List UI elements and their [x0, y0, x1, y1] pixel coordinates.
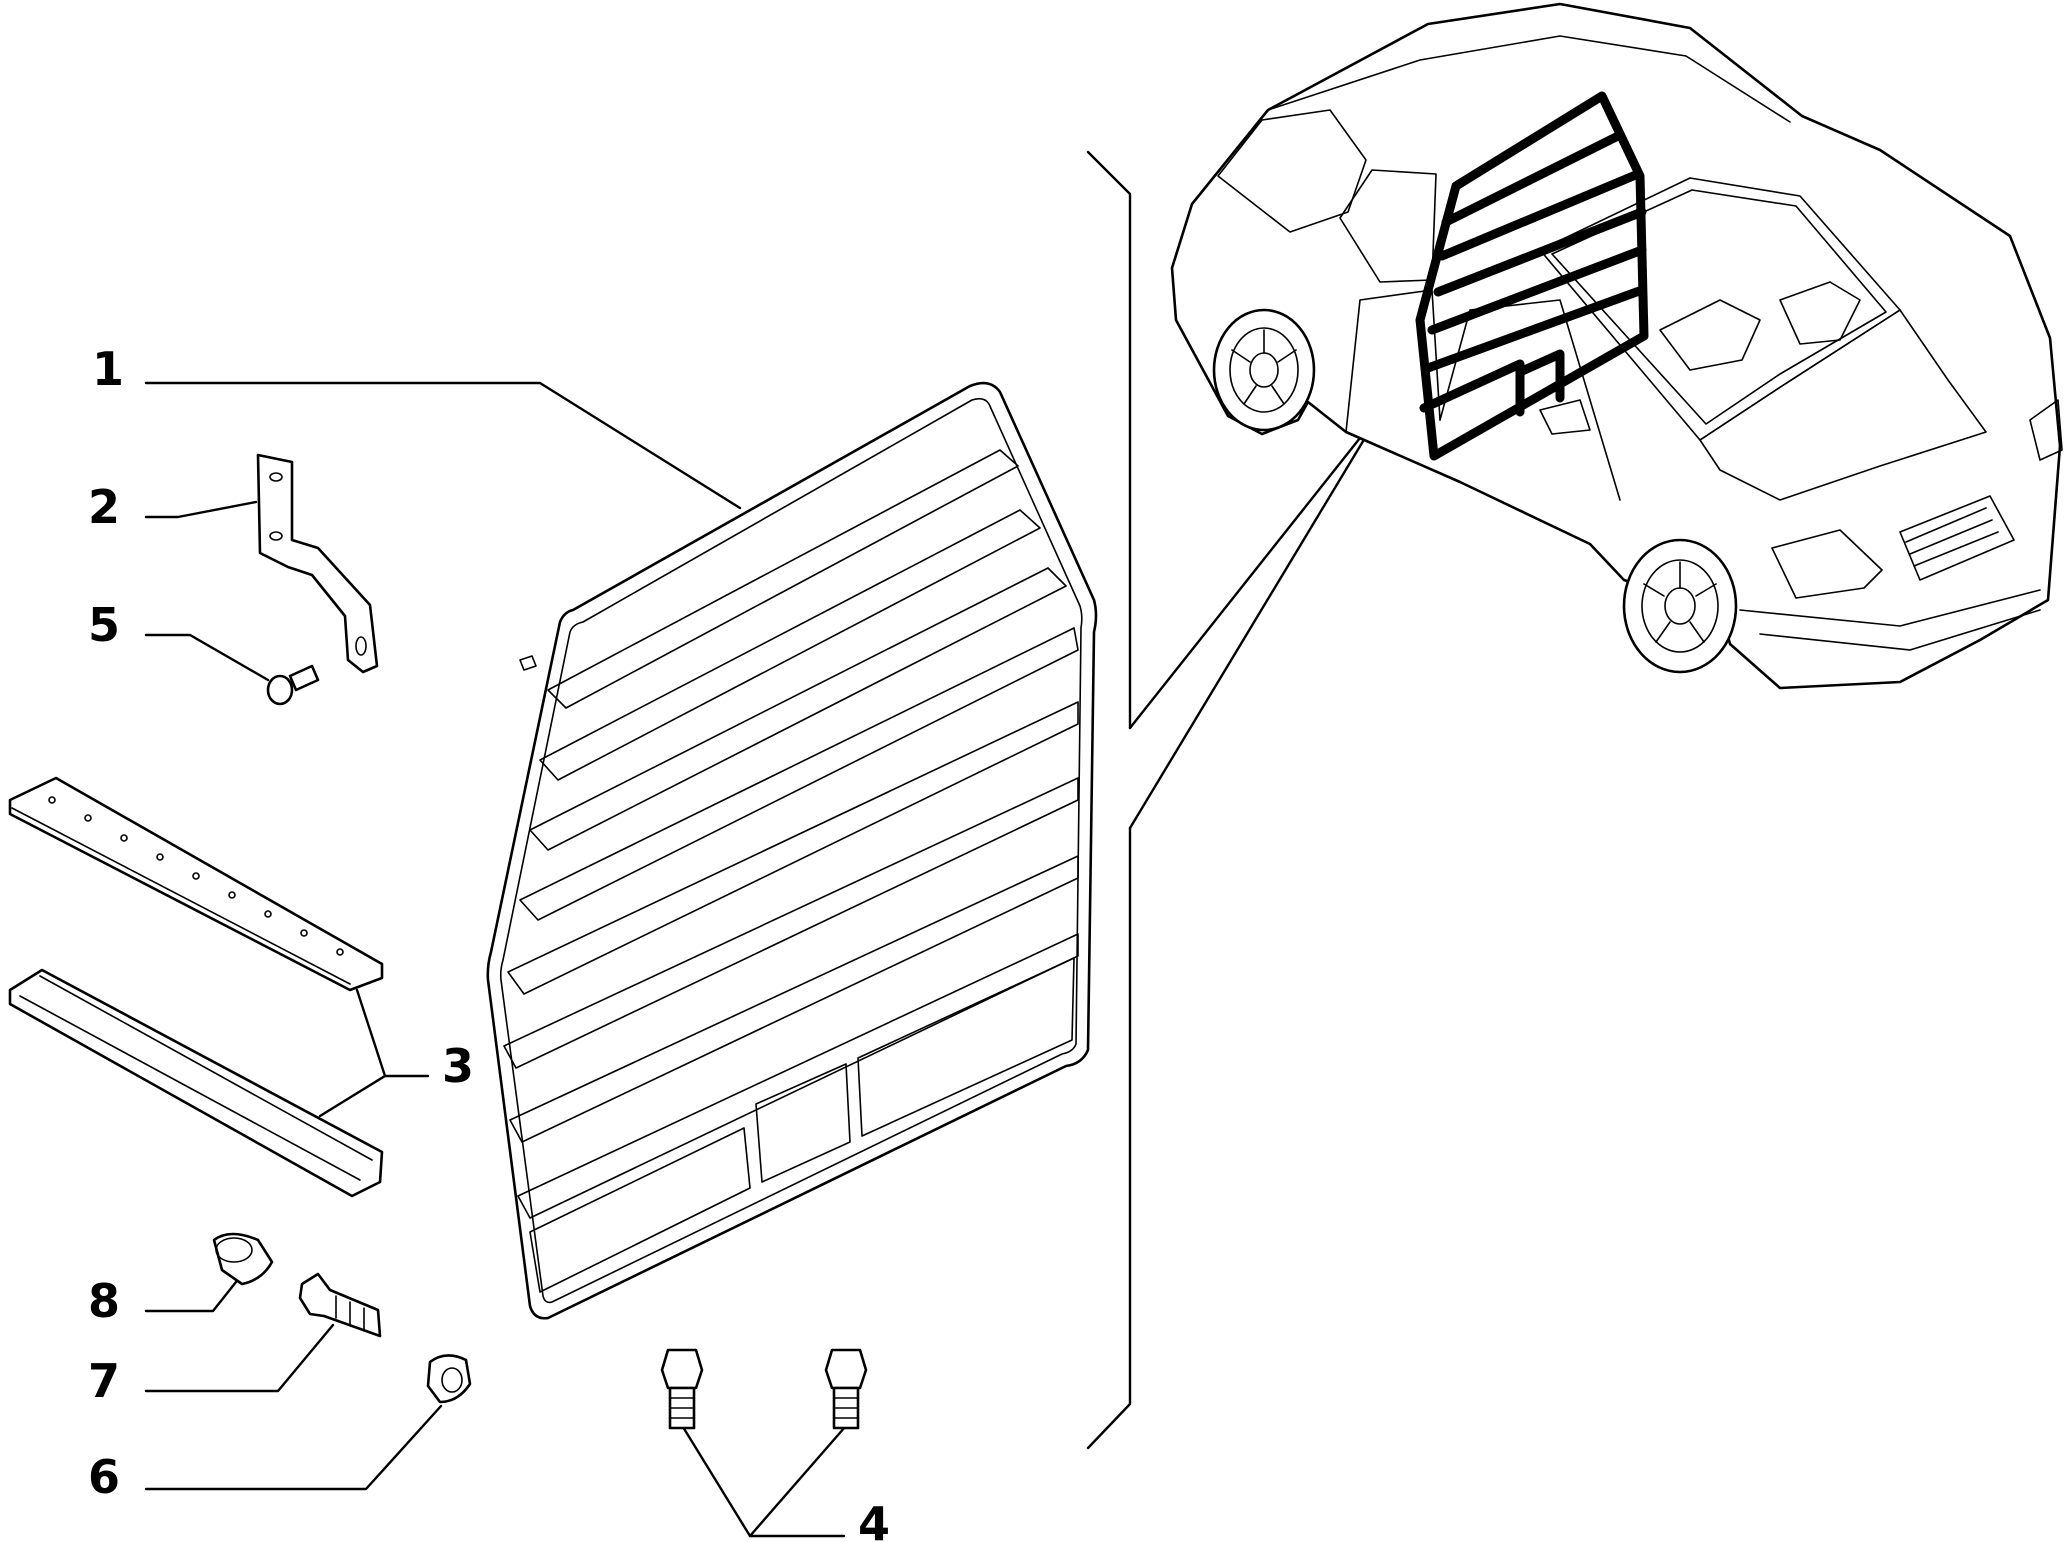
leader-3b: [318, 1074, 387, 1118]
callout-7: 7: [88, 1354, 120, 1408]
bolt-a: [660, 1348, 704, 1430]
callout-5: 5: [88, 598, 120, 652]
leader-5: [144, 633, 270, 682]
vehicle-overview: [1170, 2, 2063, 690]
leader-3a: [355, 988, 430, 1078]
partition-grille-panel: [486, 381, 1098, 1320]
leader-lines: [144, 381, 847, 1538]
callout-2: 2: [88, 480, 120, 534]
callout-4: 4: [858, 1497, 890, 1542]
bracket-bottom: [1086, 826, 1132, 1450]
bracket-top: [1086, 150, 1132, 730]
leader-1: [144, 381, 742, 510]
rear-wheel: [1212, 308, 1316, 432]
bolt-long: [298, 1272, 382, 1338]
leader-2: [144, 500, 258, 519]
bushing: [212, 1232, 274, 1286]
leader-7: [144, 1323, 335, 1393]
highlighted-partition: [1415, 91, 1649, 461]
callout-3: 3: [442, 1039, 474, 1093]
nut: [426, 1354, 472, 1404]
front-wheel: [1622, 538, 1738, 674]
callout-1: 1: [92, 342, 124, 396]
rail-holes: [48, 796, 344, 956]
floor-rails: [8, 776, 384, 1198]
leader-4b: [748, 1425, 847, 1538]
leader-6: [144, 1404, 443, 1491]
bolt-b: [824, 1348, 868, 1430]
screw-small: [266, 664, 320, 706]
leader-8: [144, 1280, 238, 1313]
callout-8: 8: [88, 1274, 120, 1328]
mounting-bracket: [256, 453, 379, 674]
zoom-line-upper: [1128, 383, 1404, 730]
callout-6: 6: [88, 1450, 120, 1504]
